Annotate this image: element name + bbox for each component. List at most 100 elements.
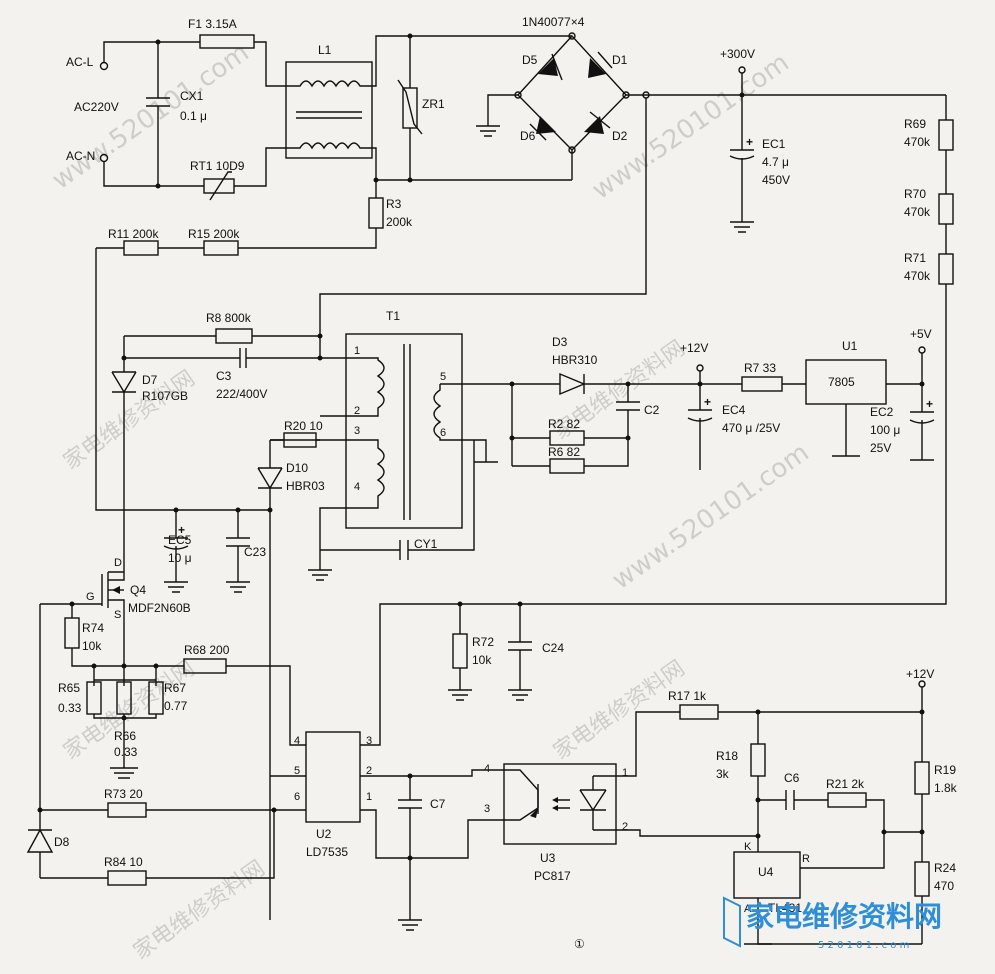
t1-label: T1	[386, 309, 400, 323]
zr1-label: ZR1	[422, 97, 445, 111]
ec2-value: 100 μ	[870, 423, 900, 437]
r3-value: 200k	[386, 215, 413, 229]
pin-label: 2	[354, 405, 360, 417]
r3-label: R3	[386, 197, 402, 211]
cx1-label: CX1	[180, 89, 204, 103]
r19-label: R19	[934, 763, 956, 777]
current-sense: R68 200 R65 0.33 R66 0.33 R67 0.77	[58, 612, 306, 779]
u4-r-label: R	[802, 853, 810, 865]
d8-label: D8	[54, 835, 70, 849]
ac-l-terminal	[99, 61, 109, 71]
q4-label: Q4	[130, 583, 146, 597]
u3-value: PC817	[534, 869, 571, 883]
pin-label: 2	[366, 765, 372, 777]
pin-label: 5	[440, 371, 446, 383]
r7-label: R7 33	[744, 361, 776, 375]
r69-value: 470k	[904, 135, 931, 149]
r11-label: R11 200k	[108, 227, 159, 241]
figure-number: ①	[574, 937, 585, 951]
r65-label: R65	[58, 681, 80, 695]
u4-label: U4	[758, 865, 774, 879]
hv-line	[319, 98, 647, 358]
ac-n-label: AC-N	[66, 149, 95, 163]
ec2-label: EC2	[870, 405, 894, 419]
thermistor-rt1	[203, 178, 235, 194]
d5-label: D5	[522, 53, 538, 67]
ac-l-label: AC-L	[66, 55, 94, 69]
pin-label: 4	[294, 735, 300, 747]
r67-label: R67	[164, 681, 186, 695]
r24-label: R24	[934, 861, 956, 875]
pin-label: 4	[484, 763, 490, 775]
u2-value: LD7535	[306, 845, 348, 859]
r6-label: R6 82	[548, 445, 580, 459]
d10-value: HBR03	[286, 479, 325, 493]
varistor-zr1: ZR1	[373, 33, 445, 183]
pin-label: 3	[484, 803, 490, 815]
v5-label: +5V	[910, 327, 932, 341]
bridge-label: 1N40077×4	[522, 15, 585, 29]
watermark-layer: www.520101.com 家电维修资料网 www.520101.com 家电…	[47, 38, 815, 965]
u4-value: TL431	[768, 901, 802, 915]
r19-value: 1.8k	[934, 781, 958, 795]
r71-label: R71	[904, 251, 926, 265]
q4-value: MDF2N60B	[128, 601, 191, 615]
r18-label: R18	[716, 749, 738, 763]
c3-value: 222/400V	[216, 387, 267, 401]
r21-label: R21 2k	[826, 777, 865, 791]
pin-label: 5	[294, 765, 300, 777]
pin-label: 3	[366, 735, 372, 747]
c6-label: C6	[784, 771, 800, 785]
d3-value: HBR310	[552, 353, 598, 367]
u1-value: 7805	[828, 375, 855, 389]
l1-label: L1	[318, 43, 332, 57]
q4-drain-label: D	[114, 557, 122, 569]
pin-label: 4	[354, 481, 360, 493]
common-mode-choke-l1: L1	[285, 35, 572, 181]
c24-label: C24	[542, 641, 564, 655]
pin-label: 6	[440, 427, 446, 439]
rt1-label: RT1 10D9	[190, 159, 245, 173]
r8-label: R8 800k	[206, 311, 252, 325]
r69-label: R69	[904, 117, 926, 131]
r71-value: 470k	[904, 269, 931, 283]
r17-label: R17 1k	[668, 689, 707, 703]
pwm-controller-u2: U2 LD7535 4 5 6 3 2 1 R73 20 R84 10 D8 C…	[26, 604, 504, 931]
ec4-label: EC4	[722, 403, 746, 417]
c2-label: C2	[644, 403, 660, 417]
cx1-value: 0.1 μ	[180, 109, 207, 123]
v12-fb-label: +12V	[906, 667, 934, 681]
transformer-t1: T1 1 2 3 4 5 6	[270, 309, 512, 550]
watermark: www.520101.com	[607, 438, 815, 596]
r66-label: R66	[114, 729, 136, 743]
r67-value: 0.77	[164, 699, 188, 713]
u3-label: U3	[540, 851, 556, 865]
pin-label: 3	[354, 425, 360, 437]
ec1-value: 4.7 μ	[762, 155, 789, 169]
vcc-capacitors: + EC5 10 μ C23	[163, 507, 266, 593]
logo-url: 5 2 0 1 0 1 . c o m	[818, 940, 909, 951]
y-capacitor-cy1: CY1	[308, 440, 475, 581]
r65-value: 0.33	[58, 701, 82, 715]
cy1-label: CY1	[414, 537, 438, 551]
c23-label: C23	[244, 545, 266, 559]
v12-top-label: +12V	[680, 341, 708, 355]
pin-label: 1	[366, 791, 372, 803]
v300-label: +300V	[720, 47, 755, 61]
r20-label: R20 10	[284, 419, 323, 433]
u4-a-label: A	[744, 903, 752, 915]
pin-label: 2	[622, 821, 628, 833]
snubber-network: R8 800k D7 R107GB C3 222/400V	[111, 311, 323, 560]
d3-label: D3	[552, 335, 568, 349]
pin-label: 1	[622, 767, 628, 779]
d7-value: R107GB	[142, 389, 188, 403]
pin-label: 6	[294, 791, 300, 803]
logo-text: 家电维修资料网	[746, 900, 942, 933]
resistor-r3: R3 200k	[238, 180, 413, 249]
r70-label: R70	[904, 187, 926, 201]
optocoupler-u3: 4 3 1 2 U3 PC817	[484, 763, 628, 883]
ec4-plus: +	[704, 395, 711, 409]
site-logo: 家电维修资料网 5 2 0 1 0 1 . c o m	[723, 896, 942, 951]
r70-value: 470k	[904, 205, 931, 219]
r18-value: 3k	[716, 767, 730, 781]
